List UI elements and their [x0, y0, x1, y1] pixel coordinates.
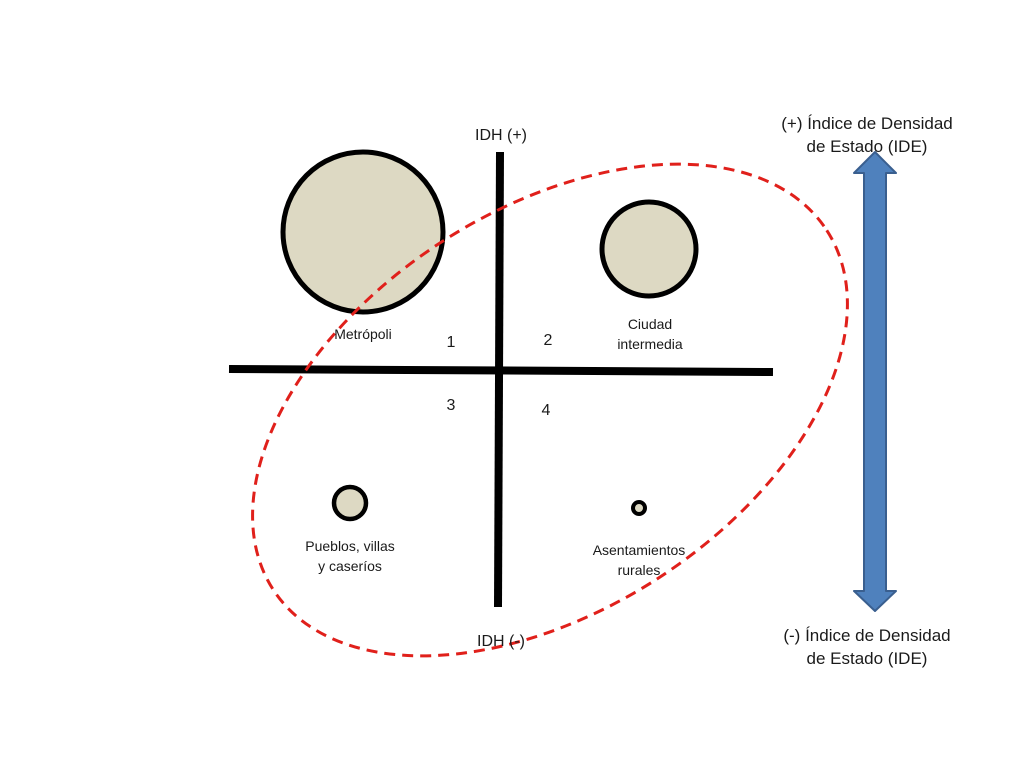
ide-plus-line1: (+) Índice de Densidad — [781, 114, 953, 133]
ide-minus-line2: de Estado (IDE) — [806, 648, 928, 668]
pueblos-label-line2: y caseríos — [318, 557, 382, 574]
asentamientos-label-line1: Asentamientos — [592, 542, 686, 558]
quadrant-2-label: 2 — [543, 332, 553, 349]
asentamientos-circle — [631, 500, 647, 516]
ide-minus-label: (-) Índice de Densidad de Estado (IDE) — [762, 625, 972, 671]
asentamientos-label: Asentamientos rurales — [578, 542, 700, 579]
idh-plus-label: IDH (+) — [475, 127, 527, 144]
density-double-arrow — [853, 151, 897, 612]
idh-minus-label: IDH (-) — [477, 633, 525, 650]
urban-system-ellipse — [251, 162, 849, 658]
ide-plus-label: (+) Índice de Densidad de Estado (IDE) — [762, 113, 972, 159]
metropoli-circle — [280, 149, 446, 315]
horizontal-axis — [228, 365, 774, 376]
metropoli-label: Metrópoli — [334, 326, 392, 342]
pueblos-circle — [331, 484, 369, 522]
ciudad-intermedia-circle — [599, 199, 699, 299]
pueblos-label-line1: Pueblos, villas — [305, 538, 395, 554]
quadrant-3-label: 3 — [446, 397, 456, 414]
vertical-axis — [494, 151, 504, 608]
quadrant-4-label: 4 — [541, 402, 551, 419]
ide-minus-line1: (-) Índice de Densidad — [783, 626, 951, 645]
ciudad-label-line1: Ciudad — [627, 316, 673, 332]
asentamientos-label-line2: rurales — [617, 561, 661, 578]
ide-plus-line2: de Estado (IDE) — [806, 136, 928, 156]
ciudad-intermedia-label: Ciudad intermedia — [595, 316, 705, 353]
ciudad-label-line2: intermedia — [617, 335, 683, 352]
quadrant-1-label: 1 — [446, 334, 456, 351]
pueblos-label: Pueblos, villas y caseríos — [290, 538, 410, 575]
